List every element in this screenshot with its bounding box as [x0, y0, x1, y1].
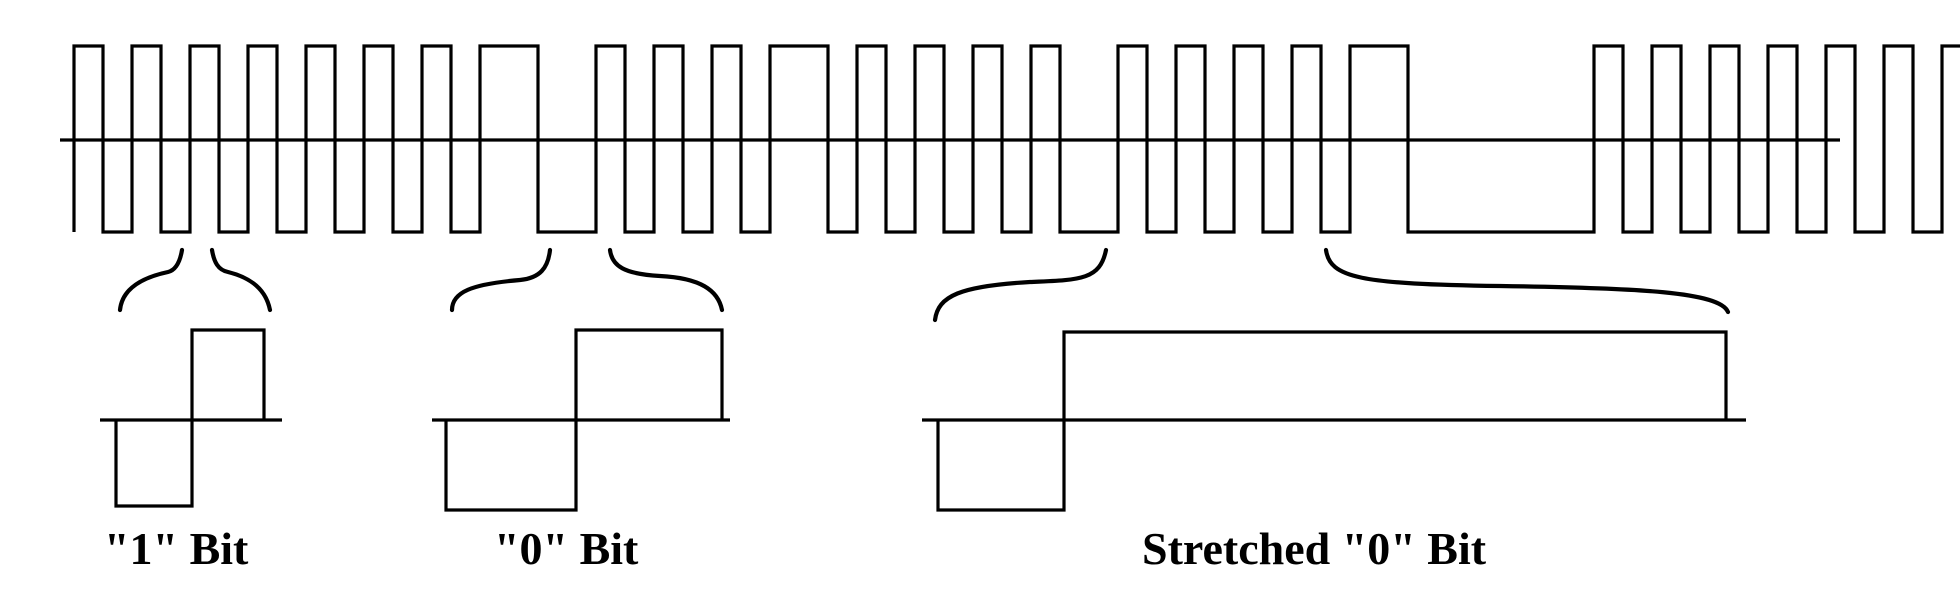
one-bit-trace — [114, 328, 266, 508]
stretched-zero-bit-waveform — [922, 330, 1746, 512]
brace-one-bit-left — [117, 247, 185, 313]
brace-stretched-right — [1323, 247, 1731, 315]
brace-zero-bit-left — [449, 247, 553, 313]
one-bit-waveform — [100, 328, 282, 508]
brace-zero-bit-right — [607, 247, 725, 313]
brace-stretched-left — [932, 247, 1109, 323]
zero-bit-trace — [444, 328, 724, 512]
brace-one-bit-right — [209, 247, 273, 313]
zero-bit-label: "0" Bit — [494, 523, 639, 574]
zero-bit-waveform — [432, 328, 730, 512]
top-signal — [60, 44, 1960, 234]
stretched-bit-trace — [936, 330, 1728, 512]
brace-group — [117, 247, 1731, 323]
one-bit-label: "1" Bit — [104, 523, 249, 574]
stretched-zero-bit-label: Stretched "0" Bit — [1142, 523, 1487, 574]
top-waveform — [72, 44, 1960, 234]
